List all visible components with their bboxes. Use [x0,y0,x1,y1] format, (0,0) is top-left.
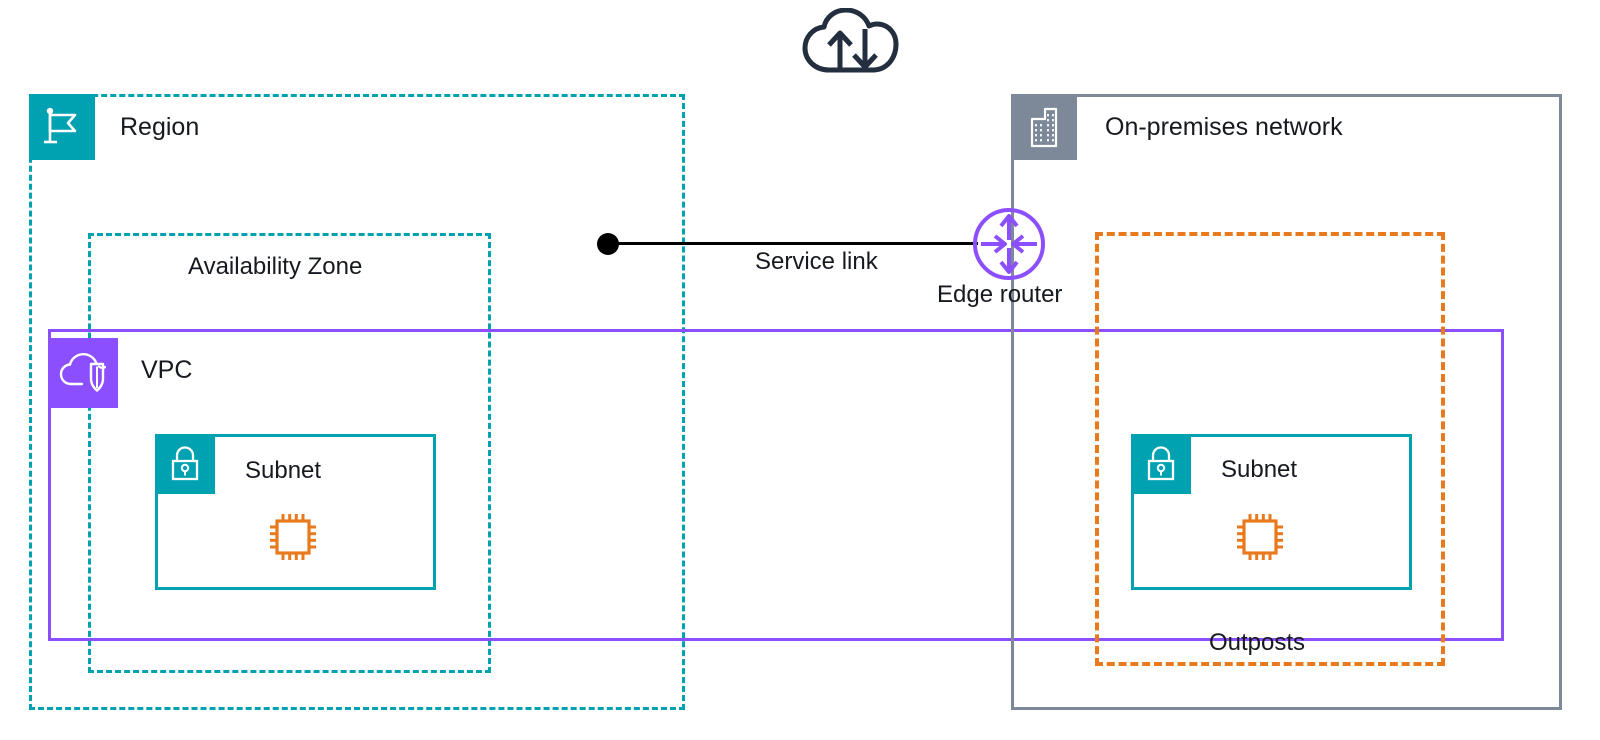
subnet-boundary-left [155,434,436,590]
subnet-label-left: Subnet [245,457,322,484]
availability-zone-label: Availability Zone [188,253,363,280]
internet-cloud-updown-icon [795,7,905,78]
region-flag-icon [29,94,95,160]
service-link-line [618,242,978,245]
service-link-endpoint-dot [597,233,619,255]
service-link-label: Service link [755,248,878,275]
availability-zone-boundary [88,233,491,673]
on-premises-label: On-premises network [1105,113,1343,141]
region-label: Region [120,113,200,141]
vpc-label: VPC [141,356,193,384]
ec2-instance-icon [1233,510,1287,564]
ec2-instance-icon [266,510,320,564]
subnet-boundary-right [1131,434,1412,590]
region-boundary [29,94,685,710]
on-premises-boundary [1011,94,1562,710]
subnet-lock-icon [155,434,215,494]
subnet-label-right: Subnet [1221,456,1298,483]
outposts-boundary [1095,232,1445,666]
vpc-boundary [48,329,1504,641]
on-premises-building-icon [1011,94,1077,160]
subnet-lock-icon [1131,434,1191,494]
vpc-cloud-shield-icon [48,338,118,408]
outposts-label: Outposts [1209,629,1306,656]
edge-router-label: Edge router [937,281,1063,308]
edge-router-icon [971,206,1047,282]
